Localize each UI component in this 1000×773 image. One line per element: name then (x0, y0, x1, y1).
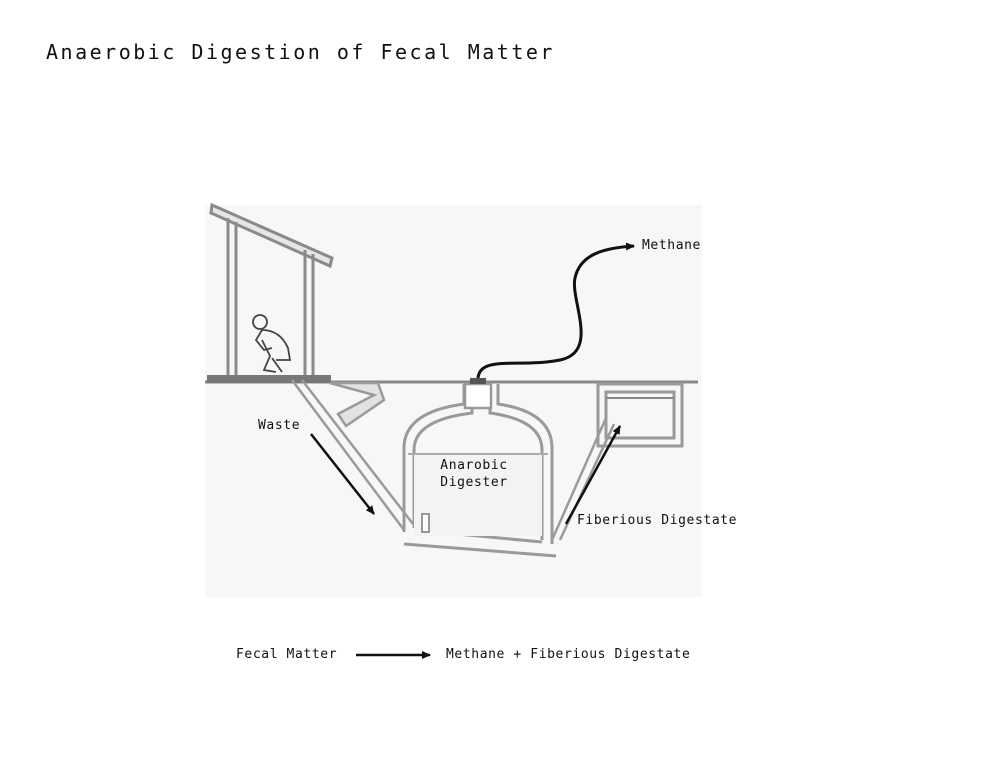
gas-outlet-cap (463, 382, 493, 410)
gas-outlet-top (470, 378, 486, 384)
diagram-background (205, 205, 702, 597)
waste-arrow (310, 433, 375, 515)
digester-fill (414, 454, 542, 536)
inlet-chute (329, 381, 386, 428)
person-icon (252, 314, 292, 373)
digester-label-line2: Digester (440, 475, 508, 490)
page-title: Anaerobic Digestion of Fecal Matter (46, 40, 555, 64)
inlet-pipe (290, 379, 414, 531)
latrine-floor-slab (207, 375, 331, 383)
equation-input: Fecal Matter (236, 647, 338, 662)
equation-output: Methane + Fiberious Digestate (446, 647, 691, 662)
methane-hose (476, 242, 635, 379)
waste-label: Waste (258, 418, 301, 433)
digester-label-line1: Anarobic (440, 458, 508, 473)
methane-label: Methane (642, 238, 701, 253)
digestate-label: Fiberious Digestate (577, 513, 738, 528)
outlet-tank (596, 382, 684, 448)
digester-label: Anarobic Digester (432, 457, 516, 491)
digester-tank (402, 384, 557, 558)
digester-baffle (421, 513, 430, 533)
latrine-structure (209, 202, 334, 378)
digestate-arrow (564, 425, 622, 525)
